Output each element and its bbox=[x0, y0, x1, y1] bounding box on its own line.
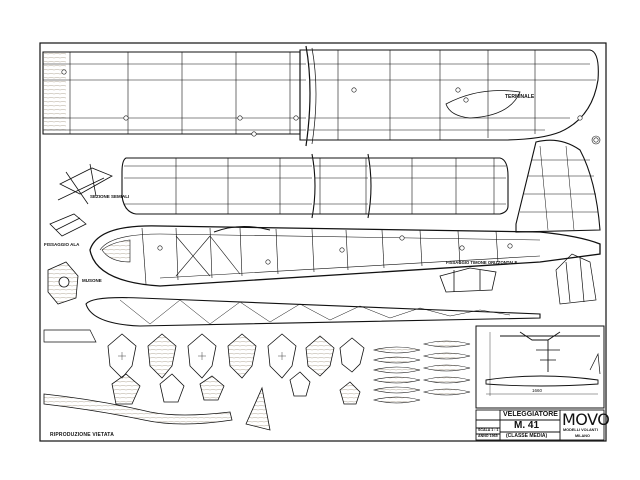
brand-logo: MOVO bbox=[562, 410, 610, 429]
title-block-frame bbox=[475, 409, 605, 441]
tail-skid-piece bbox=[43, 393, 233, 425]
title-model: M. 41 bbox=[514, 420, 540, 431]
stabilizer-panel bbox=[121, 153, 509, 219]
label-sezione-semiali: SEZIONE SEMIALI bbox=[90, 194, 129, 199]
main-wing-panel bbox=[42, 45, 599, 147]
label-terminale: TERMINALE bbox=[505, 94, 535, 100]
sheet-border bbox=[39, 42, 607, 442]
wing-mount-detail bbox=[49, 213, 87, 237]
title-scale: SCALA 1 : 1 bbox=[478, 428, 499, 432]
label-fissaggio-ala: FISSAGGIO ALA bbox=[44, 242, 80, 247]
wing-joiner-left bbox=[43, 329, 97, 343]
title-veleggiatore: VELEGGIATORE bbox=[503, 411, 558, 418]
nose-block-detail bbox=[47, 261, 79, 305]
rib-profiles bbox=[372, 340, 471, 404]
main-wing-rib-markers bbox=[61, 69, 599, 143]
brand-sub1: MODELLI VOLANTI bbox=[563, 428, 598, 432]
stab-mount-detail bbox=[439, 267, 497, 293]
former-crosshairs bbox=[118, 352, 286, 360]
title-year: ANNO 1965 bbox=[478, 434, 498, 438]
wing-section-detail bbox=[57, 163, 113, 205]
dim-1660: 1660 bbox=[532, 388, 543, 393]
fuselage-side-view bbox=[89, 225, 601, 287]
label-riproduzione: RIPRODUZIONE VIETATA bbox=[50, 432, 114, 438]
rudder-side-detail bbox=[555, 253, 597, 305]
vertical-fin bbox=[515, 139, 601, 233]
brand-sub2: MILANO bbox=[575, 434, 590, 438]
label-musone: MUSONE bbox=[82, 278, 102, 283]
seal-mark bbox=[591, 135, 601, 145]
former-parts bbox=[107, 333, 365, 431]
fuselage-top-view bbox=[85, 297, 541, 327]
label-fissaggio-timone: FISSAGGIO TIMONE ORIZZONTALE bbox=[446, 260, 518, 265]
fuselage-frame-markers bbox=[157, 235, 513, 265]
title-class: (CLASSE MEDIA) bbox=[506, 433, 548, 439]
three-view-inset bbox=[475, 325, 605, 409]
